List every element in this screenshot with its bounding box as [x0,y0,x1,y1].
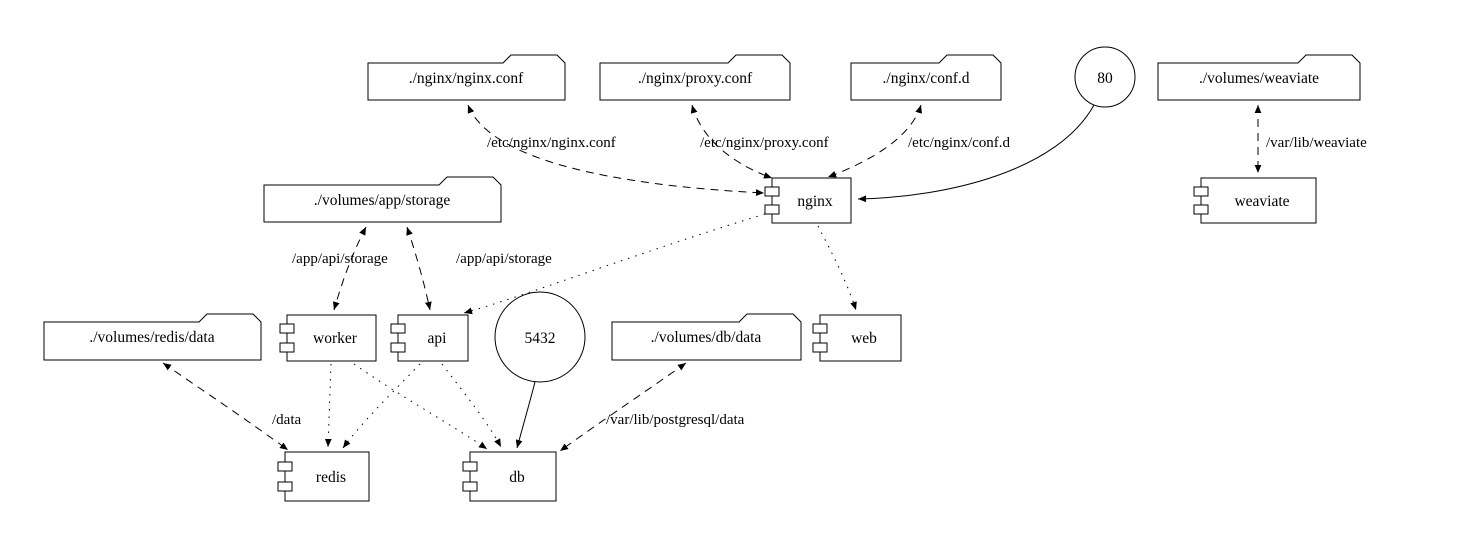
edge-label-weaviate-mount: /var/lib/weaviate [1266,135,1367,151]
edge-db-mount [559,362,687,452]
node-nginx: nginx [764,177,852,224]
node-label: ./volumes/weaviate [1199,70,1319,87]
edge-label-db-mount: /var/lib/postgresql/data [606,412,745,428]
node-label: weaviate [1234,193,1289,210]
component-icon [1200,177,1317,224]
node-db: db [462,451,557,502]
edges [162,104,1262,452]
node-label: ./nginx/conf.d [883,70,970,87]
component-tab-icon [1193,204,1209,215]
node-label: db [509,469,525,486]
edge-port-80-nginx [857,104,1095,203]
edge-api-redis [342,363,421,449]
node-label: web [851,330,877,347]
edge-label-proxy-conf-mount: /etc/nginx/proxy.conf [700,135,829,151]
component-tab-icon [277,481,293,492]
folder-icon [43,313,262,361]
edge-worker-storage-mount [332,226,367,311]
node-label: ./volumes/app/storage [314,192,451,209]
folder-icon [611,313,802,361]
node-label: ./volumes/redis/data [89,329,214,346]
node-label: ./nginx/proxy.conf [638,70,753,87]
component-tab-icon [812,323,828,334]
node-label: ./volumes/db/data [651,329,762,346]
node-label: redis [316,469,346,486]
folder-icon [1157,54,1361,101]
node-weaviate: weaviate [1193,177,1317,224]
node-volumes-weaviate: ./volumes/weaviate [1157,54,1361,101]
component-tab-icon [390,323,406,334]
node-redis: redis [277,451,370,502]
node-redis-data: ./volumes/redis/data [43,313,262,361]
port-circle-icon [1074,46,1136,108]
node-label: worker [313,330,358,347]
edge-label-worker-storage-mount: /app/api/storage [292,251,388,267]
component-icon [397,314,469,362]
node-api: api [390,314,469,362]
edge-api-db [441,363,502,448]
edge-worker-redis [324,363,332,448]
edge-redis-mount [162,362,289,451]
edge-label-nginx-conf-mount: /etc/nginx/nginx.conf [487,135,616,151]
folder-icon [263,176,502,223]
component-icon [284,451,370,502]
component-tab-icon [279,323,295,334]
folder-icon [599,54,791,101]
edge-nginx-web [817,225,857,311]
node-port-5432: 5432 [494,291,586,383]
component-tab-icon [462,461,478,472]
edge-label-api-storage-mount: /app/api/storage [456,251,552,267]
node-port-80: 80 [1074,46,1136,108]
component-icon [286,314,377,362]
edge-labels: /etc/nginx/nginx.conf /etc/nginx/proxy.c… [272,135,1367,428]
component-tab-icon [764,204,780,215]
node-app-storage: ./volumes/app/storage [263,176,502,223]
node-db-data: ./volumes/db/data [611,313,802,361]
edge-port-5432-db [515,381,536,449]
component-icon [771,177,852,224]
node-worker: worker [279,314,377,362]
node-label: 5432 [525,330,556,347]
component-tab-icon [390,342,406,353]
component-tab-icon [279,342,295,353]
node-label: ./nginx/nginx.conf [409,70,524,87]
component-icon [469,451,557,502]
edge-label-redis-mount: /data [272,412,301,428]
folder-icon [367,54,566,101]
component-tab-icon [462,481,478,492]
folder-icon [850,54,1002,101]
edge-conf-d-mount [827,104,922,178]
node-label: 80 [1097,70,1113,87]
edge-label-conf-d-mount: /etc/nginx/conf.d [908,135,1011,151]
component-tab-icon [1193,186,1209,197]
component-icon [819,314,902,362]
node-proxy-conf: ./nginx/proxy.conf [599,54,791,101]
component-tab-icon [812,342,828,353]
edge-proxy-conf-mount [690,104,773,179]
node-web: web [812,314,902,362]
node-conf-d: ./nginx/conf.d [850,54,1002,101]
component-tab-icon [277,461,293,472]
node-label: api [428,330,448,347]
node-nginx-conf: ./nginx/nginx.conf [367,54,566,101]
port-circle-icon [494,291,586,383]
component-tab-icon [764,186,780,197]
node-label: nginx [797,193,833,210]
edge-api-storage-mount [406,226,432,311]
edge-worker-db [353,363,488,450]
